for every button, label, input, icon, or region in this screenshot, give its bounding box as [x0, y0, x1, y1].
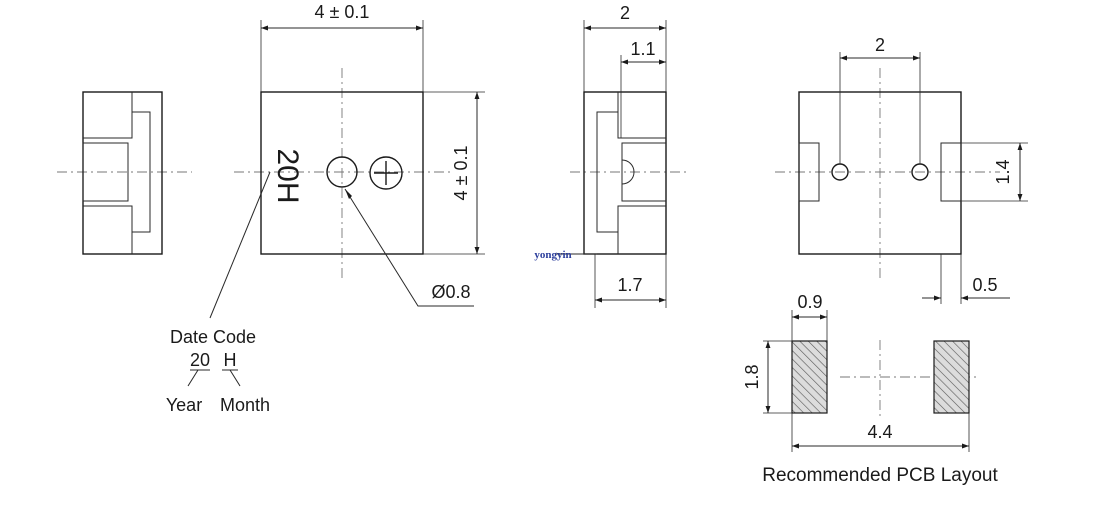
- terminal-right: [940, 142, 962, 202]
- dim-side-width: 2: [620, 3, 630, 23]
- dim-pad-width: 0.9: [797, 292, 822, 312]
- pcb-pad-right: [933, 340, 970, 414]
- dim-side-inner: 1.1: [630, 39, 655, 59]
- pcb-layout: 0.9 1.8 4.4 Recommended PCB Layout: [742, 292, 998, 486]
- dim-hole-diameter: Ø0.8: [431, 282, 470, 302]
- marking-code: 20H: [271, 148, 304, 203]
- pcb-caption: Recommended PCB Layout: [762, 465, 998, 486]
- pcb-pad-left: [791, 340, 828, 414]
- dim-pad-height: 1.8: [742, 364, 762, 389]
- dim-side-height: 4 ± 0.1: [451, 146, 471, 201]
- watermark: yongyin: [534, 249, 571, 261]
- date-code-year-label: Year: [166, 395, 202, 415]
- date-code-legend: Date Code 20 H Year Month: [166, 327, 270, 415]
- dim-top-width: 4 ± 0.1: [315, 2, 370, 22]
- dim-terminal-offset: 0.5: [972, 275, 997, 295]
- bottom-view: 2 1.4 0.5: [775, 35, 1028, 304]
- date-code-month-label: Month: [220, 395, 270, 415]
- sound-hole-icon: [326, 156, 358, 188]
- date-code-title: Date Code: [170, 327, 256, 347]
- dim-terminal-spacing: 2: [875, 35, 885, 55]
- left-side-view: [57, 91, 192, 255]
- dim-pcb-span: 4.4: [867, 422, 892, 442]
- terminal-left: [798, 142, 820, 202]
- dim-terminal-height: 1.4: [993, 159, 1013, 184]
- dim-side-base: 1.7: [617, 275, 642, 295]
- right-side-view: 2 1.1 1.7 yongyin: [534, 3, 690, 308]
- top-view: 20H 4 ± 0.1 4 ± 0.1 Ø0.8: [209, 2, 485, 319]
- date-code-year-value: 20: [190, 350, 210, 370]
- date-code-month-value: H: [224, 350, 237, 370]
- polarity-plus-icon: [369, 156, 403, 190]
